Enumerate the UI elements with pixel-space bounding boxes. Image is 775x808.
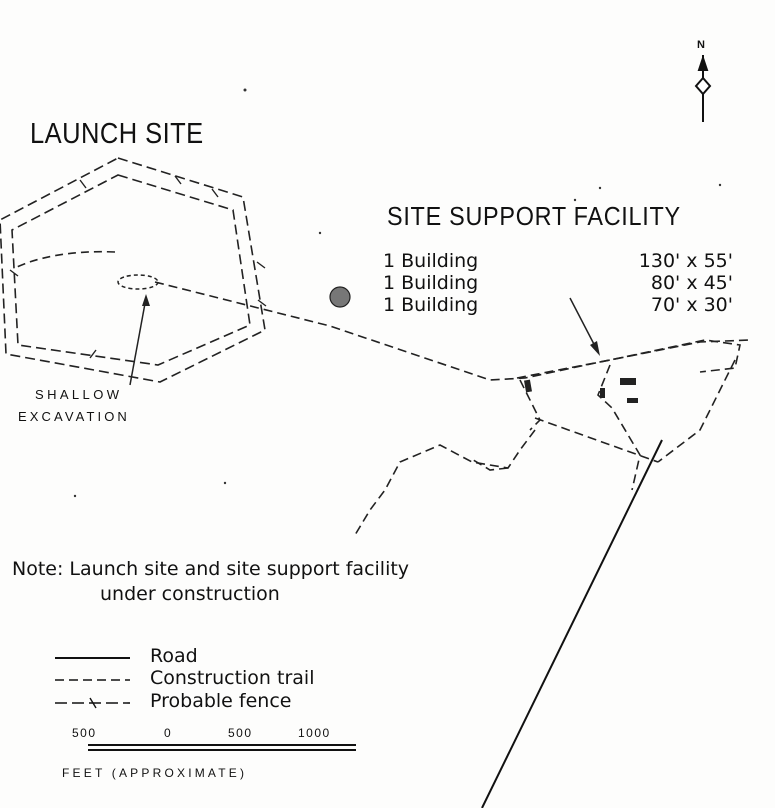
launch-site-outer-fence <box>0 157 266 383</box>
building-label: 1 Building <box>383 250 479 272</box>
building-dimensions: 70' x 30' <box>650 294 733 316</box>
building-80x45 <box>627 398 638 403</box>
excavation-label-line1: SHALLOW <box>35 387 123 402</box>
launch-site-inner-fence <box>11 174 251 366</box>
building-dimensions: 80' x 45' <box>650 272 733 294</box>
facility-fence-north <box>516 339 741 379</box>
facility-trail-branch <box>597 364 641 491</box>
scale-tick-label: 1000 <box>298 726 331 740</box>
note-line-1: Note: Launch site and site support facil… <box>12 558 410 580</box>
fence-ticks <box>9 175 267 359</box>
map-specks <box>73 88 722 498</box>
building-dimensions: 130' x 55' <box>638 250 733 272</box>
building-130x55 <box>620 378 636 385</box>
excavation-pit <box>117 274 159 290</box>
hatched-circle-feature <box>329 286 351 308</box>
north-arrow <box>694 54 712 122</box>
main-construction-trail <box>154 281 751 381</box>
note-line-2: under construction <box>100 583 280 605</box>
legend-fence-label: Probable fence <box>150 690 292 712</box>
excavation-label-line2: EXCAVATION <box>18 409 130 424</box>
north-label: N <box>697 39 705 51</box>
facility-arrow-shaft <box>569 297 598 351</box>
scale-bar <box>88 744 356 751</box>
scale-tick-label: 500 <box>228 726 253 740</box>
facility-arrowhead <box>590 341 600 356</box>
south-construction-trail <box>354 429 536 536</box>
excavation-arrow-shaft <box>129 297 147 386</box>
building-label: 1 Building <box>383 294 479 316</box>
launch-site-title: LAUNCH SITE <box>30 118 204 150</box>
road <box>481 439 663 808</box>
scale-tick-label: 0 <box>164 726 173 740</box>
structure-small-1 <box>524 379 532 393</box>
facility-trail-east <box>657 359 736 463</box>
site-support-facility-title: SITE SUPPORT FACILITY <box>387 201 681 231</box>
launch-site-trail <box>14 250 116 269</box>
legend-trail-label: Construction trail <box>150 667 315 689</box>
structure-small-2 <box>600 388 605 398</box>
facility-trail-cross <box>534 417 659 463</box>
scale-tick-label: 500 <box>72 726 97 740</box>
scale-units-label: FEET (APPROXIMATE) <box>62 766 248 780</box>
trail-spur <box>469 457 509 471</box>
building-label: 1 Building <box>383 272 479 294</box>
legend-road-label: Road <box>150 645 198 667</box>
legend-fence-tick <box>89 697 97 709</box>
excavation-arrowhead <box>142 294 150 306</box>
